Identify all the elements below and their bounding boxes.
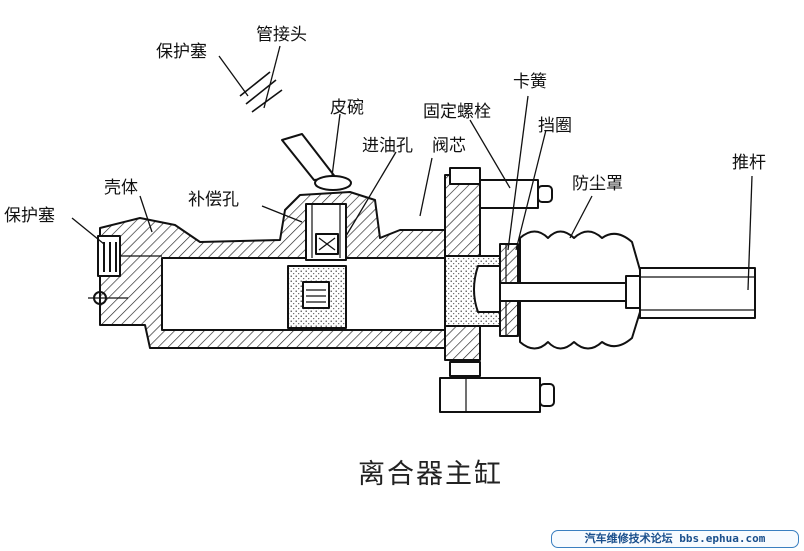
- label-valve-core: 阀芯: [432, 136, 466, 156]
- label-compensation-hole: 补偿孔: [188, 190, 239, 210]
- watermark: 汽车维修技术论坛 bbs.ephua.com: [551, 530, 799, 548]
- label-dust-cover: 防尘罩: [572, 174, 623, 194]
- label-oil-inlet: 进油孔: [362, 136, 413, 156]
- label-circlip: 卡簧: [513, 72, 547, 92]
- label-protect-plug-left: 保护塞: [4, 206, 55, 226]
- fixing-bolt-bottom: [439, 377, 541, 413]
- label-fixing-bolt: 固定螺栓: [423, 102, 491, 122]
- label-retaining-ring: 挡圈: [538, 116, 572, 136]
- pipe-joint: [281, 133, 337, 181]
- label-protect-plug-top: 保护塞: [156, 42, 207, 62]
- label-pipe-joint: 管接头: [256, 25, 307, 45]
- label-push-rod: 推杆: [732, 153, 766, 173]
- valve-core: [302, 281, 330, 309]
- label-leather-cup: 皮碗: [330, 98, 364, 118]
- diagram-title: 离合器主缸: [358, 459, 503, 490]
- label-housing: 壳体: [104, 178, 138, 198]
- protect-plug-top: [239, 71, 283, 113]
- fixing-bolt-top: [479, 179, 539, 209]
